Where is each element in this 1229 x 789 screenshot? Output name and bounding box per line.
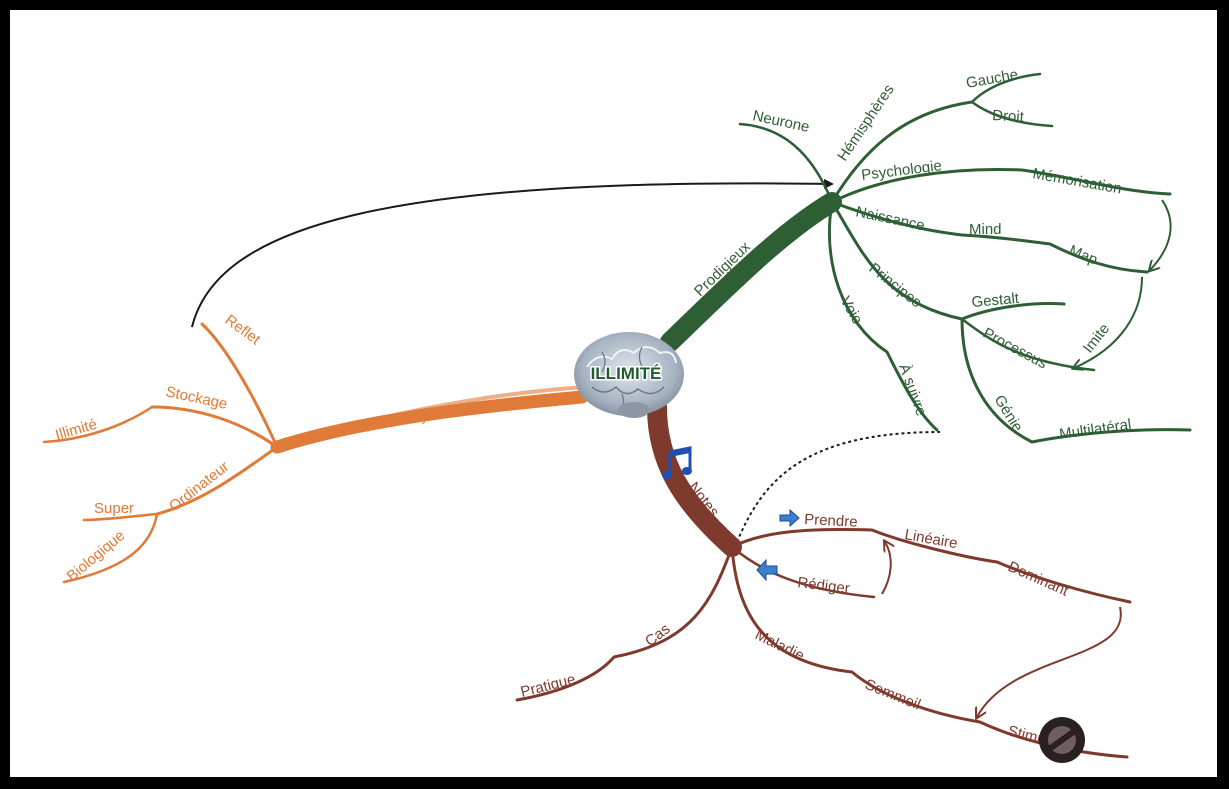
music-note-icon [662, 446, 692, 479]
label-gestalt: Gestalt [971, 290, 1021, 311]
branch-prodigieux [660, 72, 1192, 444]
label-voie: Voie [837, 294, 866, 328]
center-label: ILLIMITÉ [591, 364, 662, 383]
label-dominant: Dominant [1005, 558, 1071, 600]
mind-map-frame: ILLIMITÉ Pensée rayonnante Reflet Stocka… [8, 8, 1219, 779]
label-imite: Imite [1080, 320, 1113, 356]
label-a-suivre: À suivre [895, 362, 930, 419]
label-pratique: Pratique [519, 671, 577, 701]
label-maladie: Maladie [752, 626, 807, 664]
label-prendre: Prendre [804, 511, 858, 531]
arrow-memorisation-to-map [1150, 199, 1172, 270]
label-processus: Processus [980, 325, 1050, 373]
label-map: Map [1067, 242, 1100, 269]
arrow-map-to-processus [1074, 276, 1143, 368]
link-notes-to-a-suivre [736, 431, 941, 543]
no-entry-icon [1039, 717, 1085, 763]
label-biologique: Biologique [64, 527, 129, 585]
label-droit: Droit [992, 107, 1025, 126]
label-sommeil: Sommeil [863, 676, 923, 714]
arrow-dominant-to-stimulation [977, 606, 1122, 717]
branch-pensee-rayonnante [42, 322, 589, 584]
label-principes: Principes [866, 260, 925, 311]
label-rediger: Rédiger [797, 574, 851, 597]
label-super: Super [94, 500, 134, 517]
label-pensee-rayonnante: Pensée rayonnante [352, 396, 483, 438]
left-arrow-icon [756, 558, 778, 582]
label-cas: Cas [642, 620, 673, 650]
mind-map: ILLIMITÉ Pensée rayonnante Reflet Stocka… [42, 66, 1192, 763]
label-multilateral: Multilatéral [1058, 416, 1132, 443]
label-ordinateur: Ordinateur [166, 458, 232, 515]
label-reflet: Reflet [222, 311, 264, 348]
brain-image [574, 332, 684, 418]
label-illimite: Illimité [53, 416, 99, 444]
label-neurone: Neurone [751, 107, 811, 136]
arrow-rediger-to-lineaire [881, 542, 891, 595]
label-memorisation: Mémorisation [1031, 165, 1123, 197]
label-hemispheres: Hémisphères [834, 81, 898, 164]
link-reflet-to-prodigieux [191, 178, 834, 328]
label-naissance: Naissance [854, 203, 926, 234]
label-mind: Mind [969, 221, 1002, 238]
right-arrow-icon [779, 508, 800, 528]
